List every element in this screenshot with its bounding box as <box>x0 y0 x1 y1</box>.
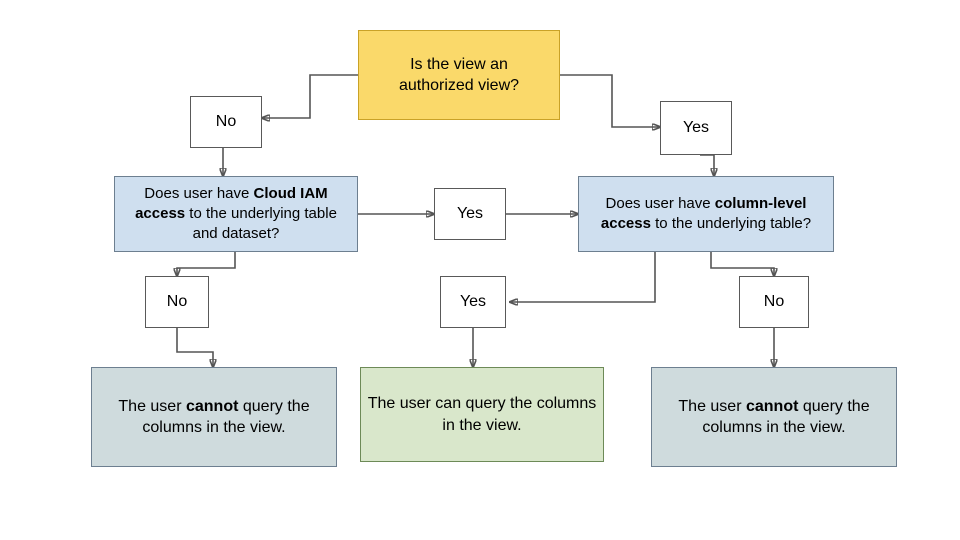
branch-view-no-label: No <box>215 113 237 131</box>
deny-right-seg-2-bold: cannot <box>745 397 799 415</box>
cloud-iam-seg-2-bold: Cloud IAM <box>253 185 328 203</box>
column-level-seg-2-bold: column-level access <box>600 195 807 232</box>
node-branch-column-no[interactable]: No <box>739 276 809 328</box>
deny-right-seg-3: query the columns in the view. <box>702 397 870 436</box>
authorized-view-line-2: authorized view? <box>398 77 520 94</box>
node-outcome-allow[interactable]: The user can query the columns in the vi… <box>360 367 604 462</box>
node-outcome-deny-left[interactable]: The user cannot query the columns in the… <box>91 367 337 467</box>
cloud-iam-seg-3-bold: access <box>135 205 186 223</box>
cloud-iam-seg-1: Does user have <box>144 185 254 203</box>
outcome-deny-left-text: The user cannot query the columns in the… <box>98 396 330 438</box>
deny-left-seg-3: query the columns in the view. <box>142 397 310 436</box>
node-branch-iam-yes[interactable]: Yes <box>434 188 506 240</box>
deny-left-seg-1: The user <box>118 397 186 415</box>
node-question-column-level[interactable]: Does user have column-level access to th… <box>578 176 834 252</box>
node-branch-column-yes[interactable]: Yes <box>440 276 506 328</box>
branch-view-yes-label: Yes <box>682 119 710 137</box>
deny-left-seg-2-bold: cannot <box>185 397 239 415</box>
branch-iam-yes-label: Yes <box>456 205 484 223</box>
edge-authorized-view-to-no <box>262 74 358 118</box>
authorized-view-line-1: Is the view an <box>410 55 508 73</box>
node-outcome-deny-right[interactable]: The user cannot query the columns in the… <box>651 367 897 467</box>
edge-authorized-view-to-yes <box>560 74 660 127</box>
branch-column-yes-label: Yes <box>459 293 487 311</box>
cloud-iam-seg-4: to the underlying table and dataset? <box>185 205 337 242</box>
node-question-authorized-view-text: Is the view an authorized view? <box>399 54 519 96</box>
outcome-deny-right-text: The user cannot query the columns in the… <box>658 396 890 438</box>
branch-column-no-label: No <box>763 293 785 311</box>
node-question-authorized-view[interactable]: Is the view an authorized view? <box>358 30 560 120</box>
node-question-cloud-iam-text: Does user have Cloud IAM access to the u… <box>121 184 351 243</box>
edge-cloud-iam-to-no <box>177 252 236 276</box>
edge-column-level-to-no <box>710 252 774 276</box>
column-level-seg-3: to the underlying table? <box>650 215 812 232</box>
node-branch-view-no[interactable]: No <box>190 96 262 148</box>
node-question-column-level-text: Does user have column-level access to th… <box>585 194 827 234</box>
node-branch-view-yes[interactable]: Yes <box>660 101 732 155</box>
edge-yes-to-column-level <box>700 154 714 176</box>
column-level-seg-1: Does user have <box>605 195 711 213</box>
node-question-cloud-iam[interactable]: Does user have Cloud IAM access to the u… <box>114 176 358 252</box>
branch-iam-no-label: No <box>166 293 188 311</box>
node-branch-iam-no[interactable]: No <box>145 276 209 328</box>
outcome-allow-text: The user can query the columns in the vi… <box>367 395 597 434</box>
deny-right-seg-1: The user <box>678 397 746 415</box>
edge-no-to-deny-left <box>176 328 213 367</box>
edge-column-level-to-yes <box>510 252 656 302</box>
